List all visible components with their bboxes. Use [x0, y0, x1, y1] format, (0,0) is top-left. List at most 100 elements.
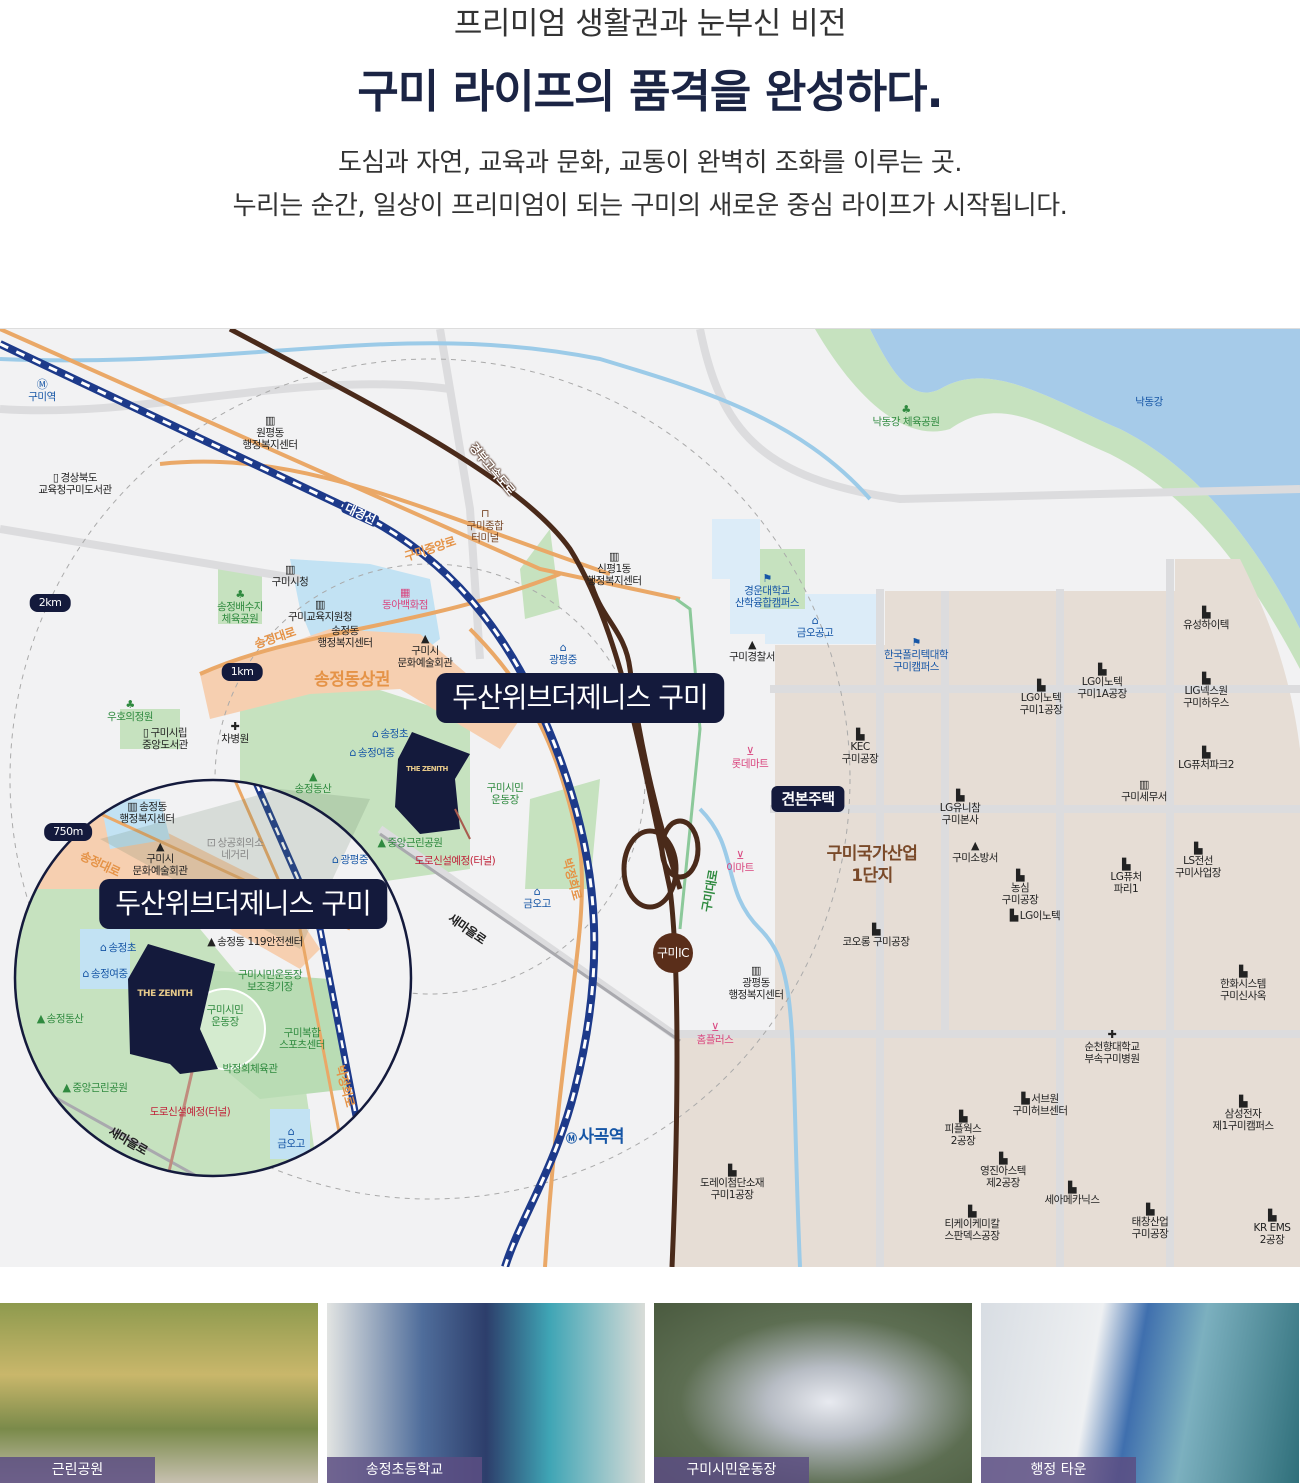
map-label: ▦동아백화점	[382, 587, 428, 612]
map-label-text: 두산위브더제니스 구미	[115, 887, 372, 920]
map-label-text: 순천향대학교 부속구미병원	[1084, 1041, 1140, 1065]
university-icon: ⚑	[762, 572, 772, 585]
map-label: 1km	[221, 663, 263, 681]
map-label-text: 세아메카닉스	[1044, 1194, 1100, 1206]
map-label-text: 송정동 119안전센터	[217, 936, 303, 948]
map-label-text: 견본주택	[781, 790, 835, 808]
map-label: ▙KR EMS 2공장	[1254, 1209, 1291, 1247]
map-label-text: 농심 구미공장	[1001, 882, 1039, 906]
hospital-icon: ✚	[230, 720, 240, 733]
factory-icon: ▙	[1122, 858, 1130, 871]
map-label: 송정동상권	[314, 669, 390, 691]
map-label-text: 송정동상권	[314, 670, 390, 690]
map-label: ⊻이마트	[726, 849, 754, 875]
map-label-text: 구미교육지원청	[287, 611, 353, 623]
map-label-text: 중앙근린공원	[72, 1082, 128, 1094]
map-label: ▙유성하이텍	[1183, 607, 1229, 632]
map-label-text: 한국폴리텍대학 구미캠퍼스	[883, 649, 949, 673]
map-label: ⌂송정여중	[82, 968, 128, 981]
government-icon: ▥	[315, 598, 325, 611]
map-label-text: 구미IC	[657, 946, 690, 960]
map-label-text: 두산위브더제니스 구미	[452, 681, 709, 714]
map-label-text: 광평중	[340, 854, 369, 866]
map-label: 견본주택	[771, 786, 845, 812]
map-label: ⌂송정초	[100, 942, 137, 955]
factory-icon: ▙	[1202, 672, 1210, 685]
map-label-text: 낙동강	[1135, 396, 1163, 408]
factory-icon: ▙	[1098, 663, 1106, 676]
map-label: ▙코오롱 구미공장	[843, 924, 910, 949]
map-label-text: 한화시스템 구미신사옥	[1220, 978, 1266, 1002]
map-label: ▲구미시 문화예술회관	[398, 632, 453, 670]
map-label-text: 금오고	[277, 1138, 305, 1150]
map-label-text: 송정초	[108, 942, 137, 954]
map-label: ▙LIG넥스원 구미하우스	[1183, 672, 1229, 710]
photo-caption: 구미시민운동장	[654, 1457, 809, 1483]
government-icon: ▥	[127, 800, 138, 813]
cart-icon: ⊻	[736, 849, 744, 862]
subway-icon: Ⓜ	[36, 378, 48, 391]
university-icon: ⚑	[911, 636, 921, 649]
map-label: ⌂금오고	[523, 885, 551, 911]
map-label: ⌂금오고	[277, 1126, 305, 1151]
map-label: ▯경상북도 교육청구미도서관	[38, 471, 112, 497]
hospital-icon: ✚	[1107, 1028, 1117, 1041]
map-label-text: 상공회의소 네거리	[217, 837, 264, 861]
map-label: ▙LG이노텍	[1010, 910, 1061, 923]
map-label: ▙LG이노텍 구미1공장	[1020, 679, 1063, 717]
map-label-text: LG유니참 구미본사	[939, 802, 981, 826]
map-label-text: 송정동 행정복지센터	[119, 801, 175, 825]
factory-icon: ▙	[1037, 679, 1045, 692]
park-icon: ♣	[125, 698, 135, 711]
map-label: ▥광평동 행정복지센터	[729, 965, 784, 1002]
map-label: ▯구미시립 중앙도서관	[142, 727, 188, 752]
fire-station-icon: ▲	[207, 935, 216, 948]
map-label-text: 구미시 문화예술회관	[132, 853, 188, 877]
map-label-text: 1km	[230, 665, 254, 678]
map-label: ▙도레이첨단소재 구미1공장	[700, 1164, 765, 1202]
map-label: ▲구미경찰서	[729, 638, 775, 664]
map-label: ▲구미시 문화예술회관	[132, 841, 188, 878]
library-icon: ▯	[52, 471, 59, 484]
map-label: 두산위브더제니스 구미	[436, 673, 724, 723]
map-label: ♣낙동강 체육공원	[873, 404, 940, 429]
map-label-text: 구미종합 터미널	[466, 520, 504, 544]
car-icon: ⊡	[206, 836, 216, 849]
map-label: ⊻롯데마트	[731, 746, 769, 771]
riverbank	[815, 329, 1300, 669]
cart-icon: ⊻	[711, 1021, 719, 1034]
map-label: ▥신평1동 행정복지센터	[587, 551, 642, 588]
map-label-text: 송정배수지 체육공원	[217, 601, 263, 625]
map-label-text: 경운대학교 산학융합캠퍼스	[734, 585, 800, 609]
police-icon: ▲	[748, 638, 756, 651]
map-label-text: 송정동산	[46, 1013, 84, 1025]
map-label: 구미IC	[653, 933, 693, 973]
bus-icon: ⊓	[480, 507, 490, 520]
map-label: ▙삼성전자 제1구미캠퍼스	[1212, 1096, 1274, 1133]
map-label-text: 롯데마트	[731, 758, 769, 770]
map-label: ▙LG퓨처 파리1	[1110, 858, 1142, 896]
map-label-text: 차병원	[221, 733, 249, 745]
map-label: ⚑경운대학교 산학융합캠퍼스	[734, 572, 800, 610]
factory-icon: ▙	[1268, 1209, 1276, 1222]
map-label: ✚순천향대학교 부속구미병원	[1084, 1028, 1140, 1066]
factory-icon: ▙	[856, 728, 864, 741]
map-label: ▲구미소방서	[952, 840, 998, 865]
map-label: ⌂광평중	[332, 854, 369, 867]
map-label: ▙영진아스텍 제2공장	[980, 1153, 1026, 1190]
school-icon: ⌂	[533, 885, 541, 898]
map-label: ⌂금오공고	[797, 615, 834, 640]
map-label: ▥송정동 행정복지센터	[119, 800, 175, 826]
map-label: ▙LG퓨처파크2	[1178, 747, 1234, 772]
map-label: ▙LG유니참 구미본사	[939, 790, 981, 827]
map-label: 구미국가산업 1단지	[827, 843, 918, 887]
map-label-text: LG이노텍	[1019, 910, 1061, 922]
nakdong-river	[870, 329, 1300, 629]
map-label: ▙LS전선 구미사업장	[1175, 843, 1221, 880]
factory-icon: ▙	[728, 1164, 736, 1177]
culture-icon: ▲	[421, 632, 429, 645]
map-label-text: 금오고	[523, 898, 551, 910]
map-label-text: 송정여중	[357, 747, 395, 759]
government-icon: ▥	[1139, 778, 1149, 791]
